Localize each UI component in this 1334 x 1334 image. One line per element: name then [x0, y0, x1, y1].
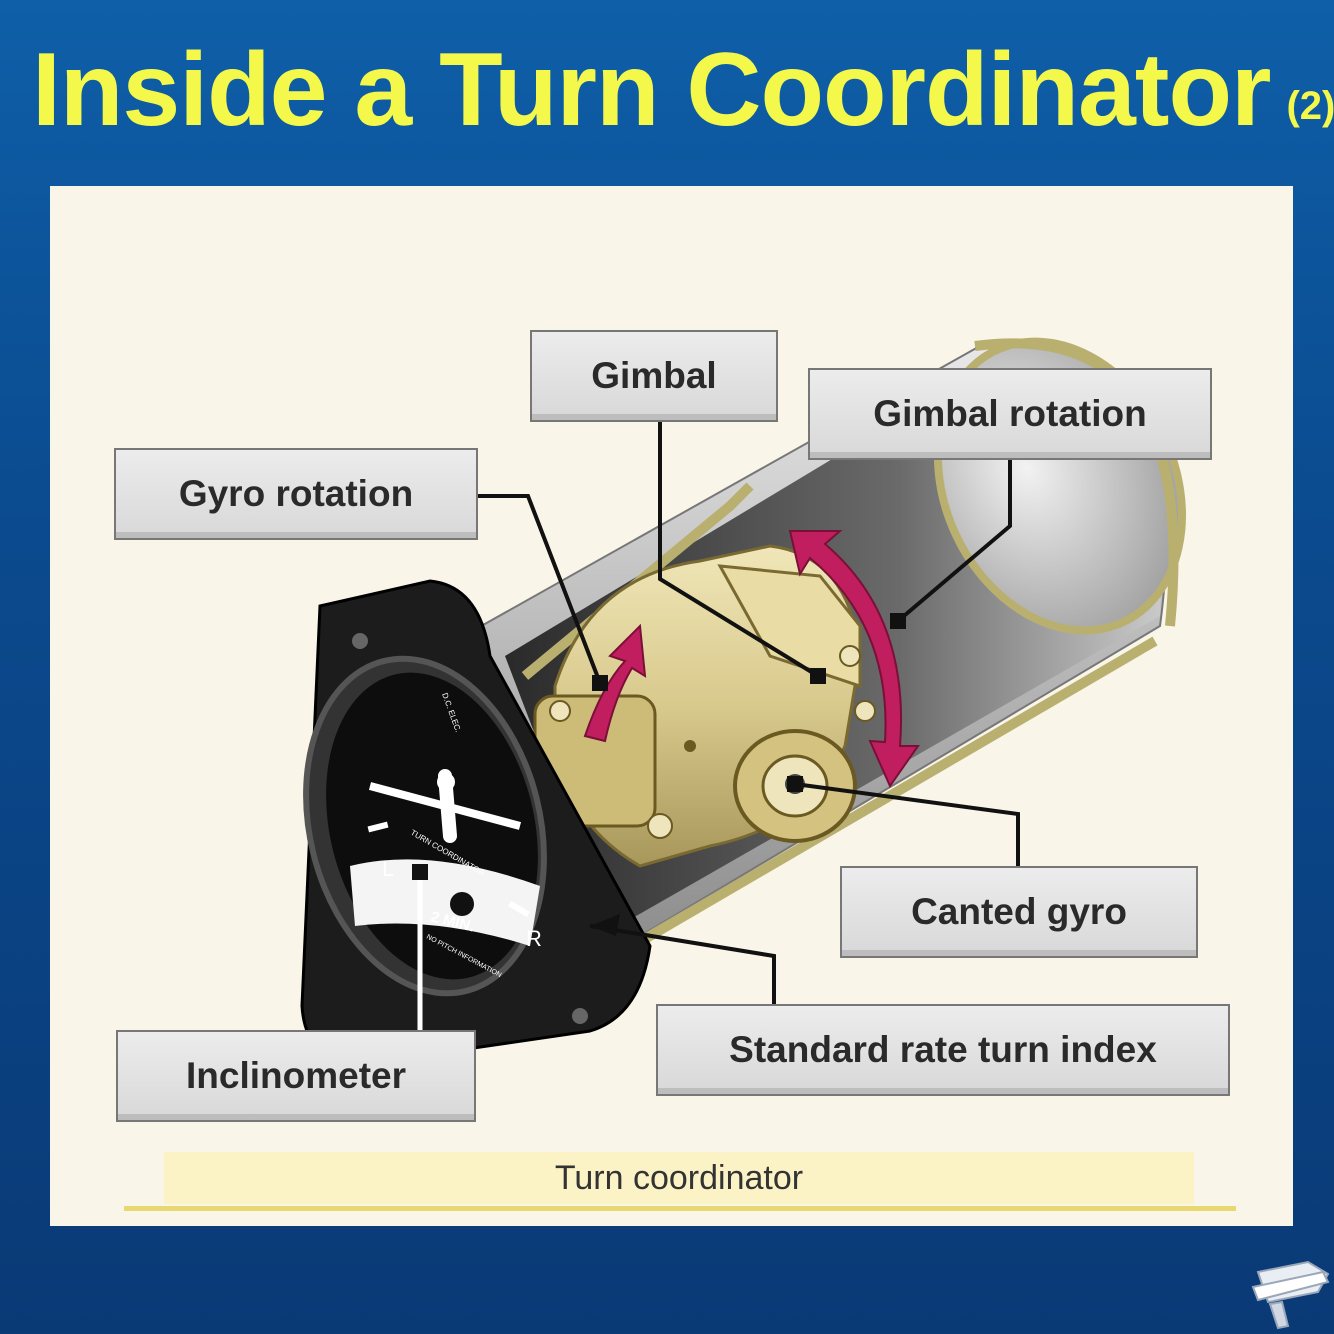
callout-canted-gyro: Canted gyro: [840, 866, 1198, 958]
airplane-logo-icon: [1248, 1232, 1334, 1332]
callout-inclinometer: Inclinometer: [116, 1030, 476, 1122]
slide-number: (2): [1286, 84, 1334, 128]
callout-standard-rate-turn-index: Standard rate turn index: [656, 1004, 1230, 1096]
diagram-panel: L R 2 MIN. TURN COORDINATOR NO PITCH INF…: [50, 186, 1293, 1226]
slide-title: Inside a Turn Coordinator(2): [32, 38, 1334, 142]
callout-gimbal-rotation: Gimbal rotation: [808, 368, 1212, 460]
figure-caption: Turn coordinator: [164, 1152, 1194, 1204]
callout-gimbal: Gimbal: [530, 330, 778, 422]
dial-left-mark: L: [382, 856, 394, 881]
caption-rule: [124, 1206, 1236, 1211]
slide-title-text: Inside a Turn Coordinator: [32, 32, 1270, 148]
callout-gyro-rotation: Gyro rotation: [114, 448, 478, 540]
dial-right-mark: R: [526, 926, 542, 951]
